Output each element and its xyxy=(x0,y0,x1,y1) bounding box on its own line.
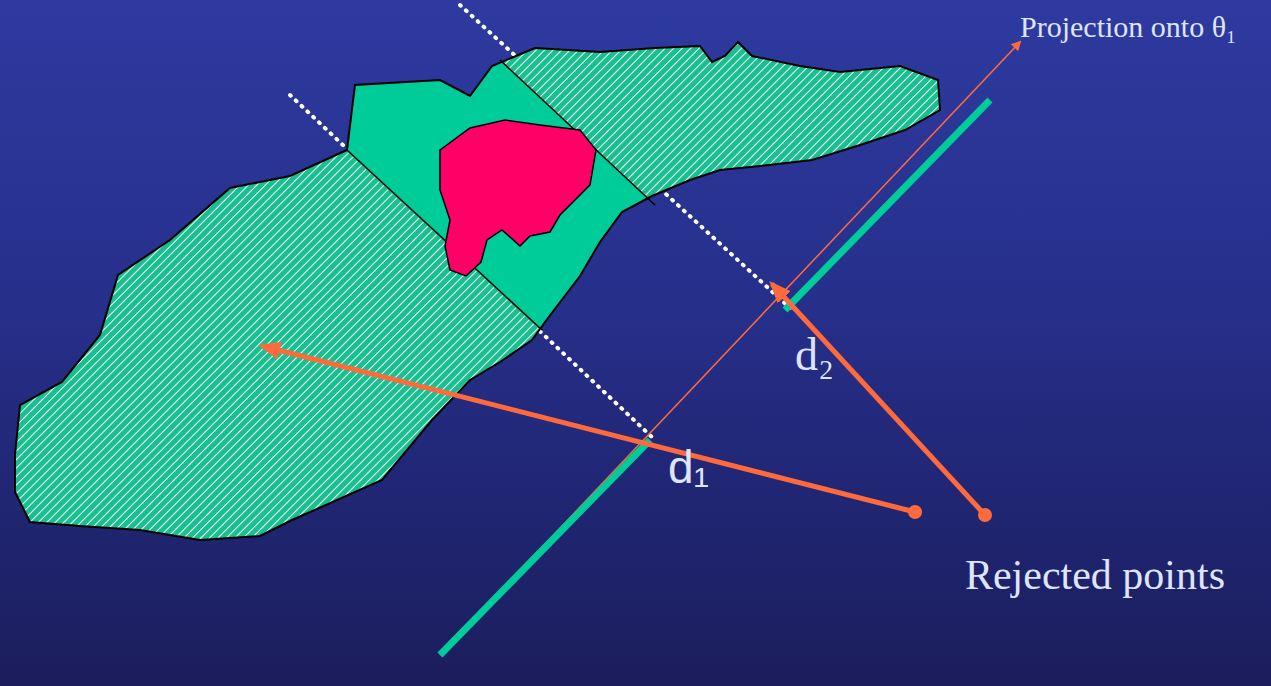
target-region xyxy=(440,120,596,276)
callout-text: Rejected points xyxy=(945,552,1245,598)
projection-axis xyxy=(440,42,1020,655)
pointer-dot xyxy=(978,508,992,522)
pointer-arrow xyxy=(772,284,985,515)
axis-label: Projection onto θ₁ xyxy=(1020,10,1265,43)
accepted-interval xyxy=(785,100,990,310)
accepted-interval xyxy=(440,440,650,655)
pointer-dot xyxy=(908,505,922,519)
distance-label: d₂ xyxy=(795,330,875,381)
distance-label: d₁ xyxy=(668,442,748,493)
